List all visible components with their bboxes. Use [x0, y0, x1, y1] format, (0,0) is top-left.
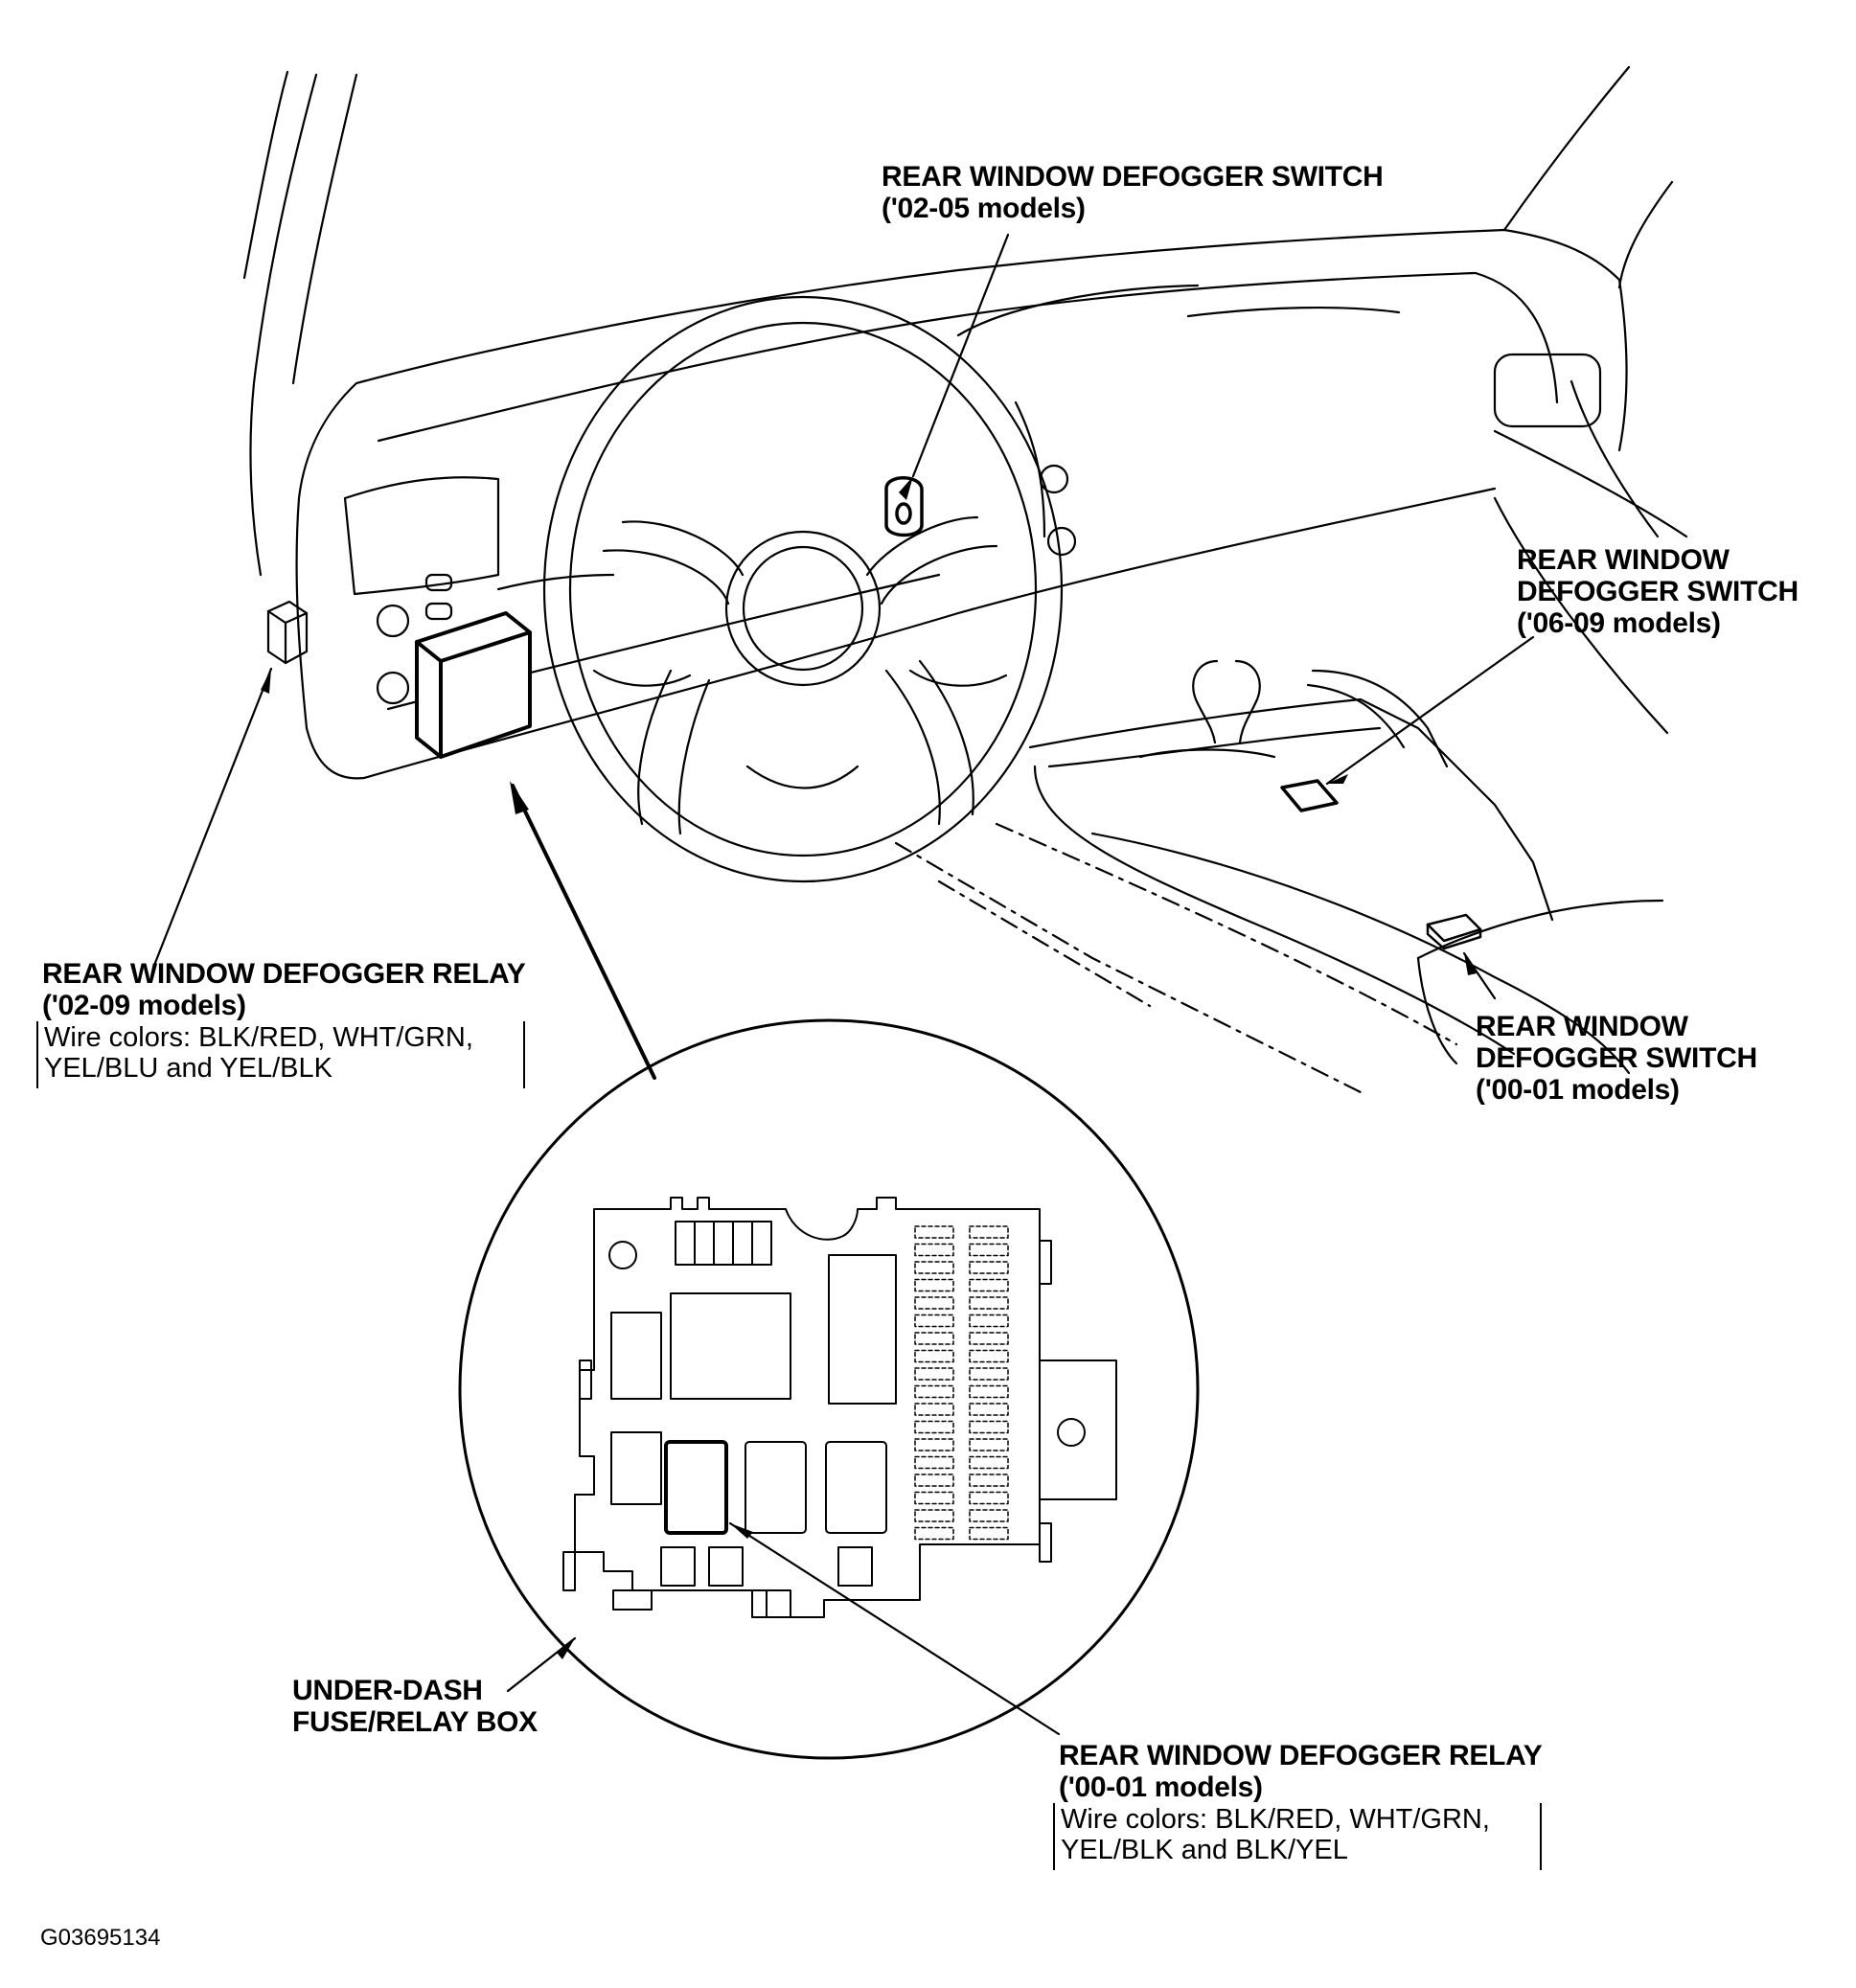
label-switch-06-09-line2: DEFOGGER SWITCH: [1517, 576, 1799, 607]
fuse-slot: [969, 1384, 1009, 1399]
fuse-slot: [914, 1225, 954, 1239]
switch-06-09: [1280, 779, 1339, 812]
fuse-slot: [914, 1261, 954, 1274]
steering-wheel: [542, 295, 1064, 883]
fuse-slot: [969, 1420, 1009, 1434]
fuse-slot: [969, 1296, 1009, 1310]
fuse-slot: [969, 1349, 1009, 1363]
dashboard-outline: [295, 228, 1688, 1094]
label-switch-06-09: REAR WINDOW DEFOGGER SWITCH ('06-09 mode…: [1517, 544, 1799, 639]
fuse-slot: [914, 1278, 954, 1292]
fuse-slot: [914, 1314, 954, 1328]
fuse-slot: [914, 1332, 954, 1345]
label-relay-00-01-wires-line2: YEL/BLK and BLK/YEL: [1061, 1834, 1348, 1865]
switch-00-01: [1426, 913, 1482, 950]
fuse-slot: [914, 1491, 954, 1505]
zoom-circle: [458, 1018, 1200, 1760]
label-relay-00-01-wires-line1: Wire colors: BLK/RED, WHT/GRN,: [1061, 1804, 1490, 1835]
figure-code: G03695134: [40, 1925, 161, 1951]
label-switch-00-01-models: ('00-01 models): [1476, 1074, 1680, 1106]
under-dash-fuse-relay-box: [562, 1197, 1117, 1618]
fuse-slot: [969, 1491, 1009, 1505]
label-relay-02-09-models: ('02-09 models): [42, 990, 246, 1021]
label-relay-02-09-wires-line1: Wire colors: BLK/RED, WHT/GRN,: [44, 1022, 473, 1053]
label-relay-00-01: REAR WINDOW DEFOGGER RELAY ('00-01 model…: [1053, 1740, 1543, 1870]
fuse-slot: [969, 1438, 1009, 1451]
relay-component-02-09: [266, 600, 309, 665]
fuse-slot: [969, 1509, 1009, 1522]
fuse-slot: [914, 1384, 954, 1399]
fuse-slot: [969, 1367, 1009, 1381]
fuse-slot: [969, 1526, 1009, 1541]
label-relay-00-01-wires: Wire colors: BLK/RED, WHT/GRN, YEL/BLK a…: [1053, 1803, 1543, 1870]
label-relay-02-09-wires-line2: YEL/BLU and YEL/BLK: [44, 1052, 332, 1084]
fuse-slot: [969, 1261, 1009, 1274]
fuse-slot: [969, 1403, 1009, 1416]
fuse-slot: [914, 1296, 954, 1310]
label-relay-02-09-wires: Wire colors: BLK/RED, WHT/GRN, YEL/BLU a…: [36, 1021, 526, 1088]
label-switch-00-01: REAR WINDOW DEFOGGER SWITCH ('00-01 mode…: [1476, 1011, 1757, 1106]
fuse-slot: [914, 1438, 954, 1451]
label-under-dash-box: UNDER-DASH FUSE/RELAY BOX: [292, 1675, 538, 1738]
label-relay-02-09-title: REAR WINDOW DEFOGGER RELAY: [42, 958, 526, 990]
fuse-slot: [914, 1367, 954, 1381]
fuse-slot: [914, 1455, 954, 1470]
switch-02-05: [884, 476, 924, 537]
fuse-slot: [914, 1509, 954, 1522]
steering-column: [496, 573, 615, 591]
fuse-slot: [969, 1332, 1009, 1345]
fuse-slot: [914, 1474, 954, 1487]
label-switch-06-09-models: ('06-09 models): [1517, 607, 1721, 639]
label-switch-02-05: REAR WINDOW DEFOGGER SWITCH ('02-05 mode…: [882, 161, 1384, 224]
fuse-slot: [914, 1526, 954, 1541]
label-relay-00-01-title: REAR WINDOW DEFOGGER RELAY: [1059, 1740, 1543, 1771]
fuse-slot: [914, 1420, 954, 1434]
label-relay-02-09: REAR WINDOW DEFOGGER RELAY ('02-09 model…: [36, 958, 526, 1088]
fuse-slots: [914, 1225, 1009, 1541]
label-under-dash-box-line2: FUSE/RELAY BOX: [292, 1706, 538, 1738]
fuse-slot: [969, 1225, 1009, 1239]
fuse-slot: [914, 1403, 954, 1416]
label-switch-02-05-models: ('02-05 models): [882, 193, 1086, 224]
fuse-slot: [969, 1455, 1009, 1470]
label-under-dash-box-line1: UNDER-DASH: [292, 1675, 483, 1706]
a-pillar-lines: [242, 65, 1674, 577]
fuse-slot: [969, 1243, 1009, 1257]
fuse-slot: [914, 1349, 954, 1363]
label-relay-00-01-models: ('00-01 models): [1059, 1771, 1263, 1803]
label-switch-00-01-line2: DEFOGGER SWITCH: [1476, 1042, 1757, 1074]
label-switch-02-05-title: REAR WINDOW DEFOGGER SWITCH: [882, 161, 1384, 193]
label-switch-06-09-line1: REAR WINDOW: [1517, 544, 1730, 576]
fuse-slot: [969, 1278, 1009, 1292]
fuse-slot: [969, 1314, 1009, 1328]
fuse-box-on-dash: [415, 611, 532, 759]
leader-lines: [151, 233, 1535, 1736]
label-switch-00-01-line1: REAR WINDOW: [1476, 1011, 1688, 1042]
fuse-slot: [914, 1243, 954, 1257]
fuse-slot: [969, 1474, 1009, 1487]
